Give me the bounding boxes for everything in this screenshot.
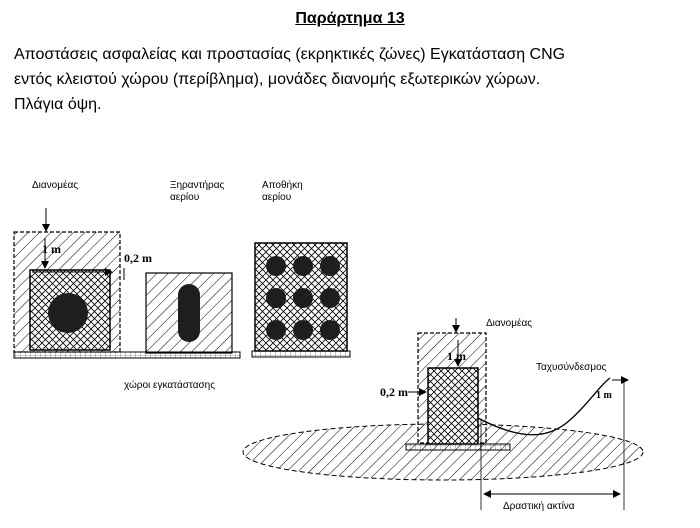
- dim-1m-left: 1 m: [42, 242, 61, 256]
- dispenser-enclosure: [13, 231, 241, 359]
- label-storage-1: Αποθήκη: [262, 179, 303, 191]
- dryer-unit: [145, 272, 233, 354]
- dim-1m-quick: 1 m: [596, 390, 613, 401]
- outdoor-dispenser: [405, 332, 511, 451]
- label-installation-spaces: χώροι εγκατάστασης: [124, 379, 215, 391]
- dim-02m-right: 0,2 m: [380, 385, 408, 399]
- label-dispenser-2: Διανομέας: [486, 317, 532, 329]
- dryer-cylinder: [178, 284, 200, 342]
- label-quick-connect: Ταχυσύνδεσμος: [536, 361, 607, 373]
- label-active-radius: Δραστική ακτίνα: [503, 500, 575, 512]
- description-text: Αποστάσεις ασφαλείας και προστασίας (εκρ…: [14, 42, 694, 117]
- dispenser-circle: [48, 293, 88, 333]
- page-title: Παράρτημα 13: [295, 10, 405, 27]
- label-dryer-1: Ξηραντήρας: [170, 179, 225, 191]
- label-dryer-2: αερίου: [170, 191, 199, 203]
- description-line-1: Αποστάσεις ασφαλείας και προστασίας (εκρ…: [14, 46, 566, 63]
- storage-unit: [251, 242, 351, 358]
- label-storage-2: αερίου: [262, 191, 291, 203]
- label-dispenser: Διανομέας: [32, 179, 78, 191]
- dim-02m-left: 0,2 m: [124, 251, 152, 265]
- description-line-3: Πλάγια όψη.: [14, 96, 102, 113]
- hose: [477, 377, 611, 436]
- description-line-2: εντός κλειστού χώρου (περίβλημα), μονάδε…: [14, 71, 541, 88]
- dim-1m-right: 1 m: [447, 349, 466, 363]
- base-slab-left: [13, 351, 241, 359]
